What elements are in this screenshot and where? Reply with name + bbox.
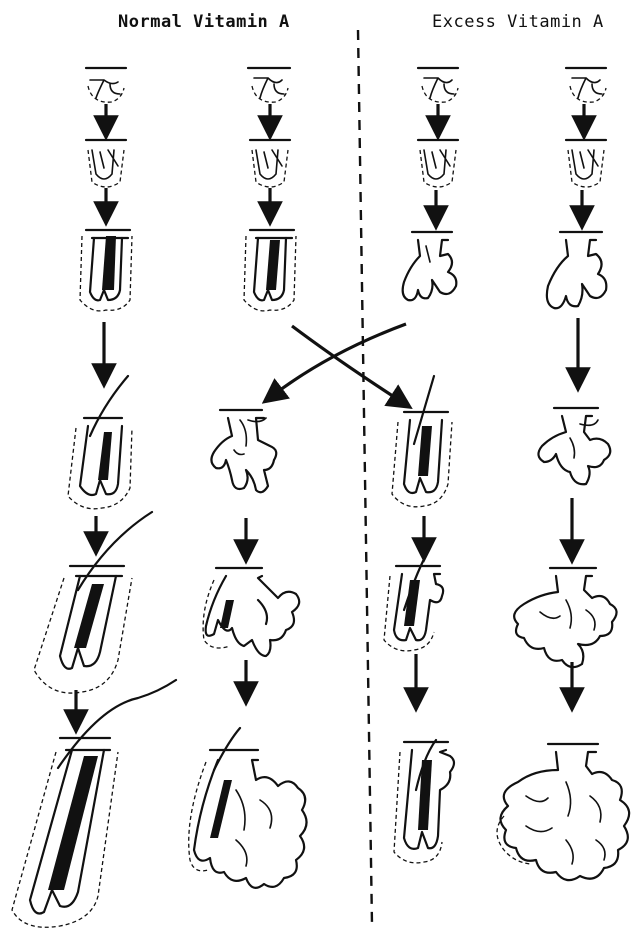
panel-branching-gland: [538, 408, 610, 484]
panel-bud: [566, 68, 606, 102]
column-excess-gland: [497, 68, 629, 880]
column-excess-recovering: [384, 68, 458, 863]
panel-early-hair: [68, 376, 132, 509]
column-normal-hair: [12, 68, 176, 927]
panel-gland-with-hair: [203, 568, 299, 656]
panel-branched-peg: [547, 232, 606, 308]
divider-line: [358, 30, 372, 925]
panel-peg: [566, 140, 606, 187]
panel-mucous-gland: [189, 728, 307, 888]
panel-bud: [248, 68, 290, 102]
panel-peg: [250, 140, 290, 187]
panel-emerging-hair: [34, 512, 152, 693]
panel-recovering-hair: [392, 376, 452, 507]
panel-branching-gland: [211, 410, 276, 492]
panel-peg: [86, 140, 126, 187]
panel-peg: [418, 140, 458, 187]
panel-bud: [86, 68, 126, 102]
panel-lobulated-gland: [514, 568, 616, 667]
column-normal-gland: [189, 68, 307, 888]
panel-large-mucous-gland: [497, 744, 629, 880]
panel-bulbous-peg: [244, 230, 296, 311]
panel-bulbous-peg: [80, 230, 132, 311]
panel-bud: [418, 68, 458, 102]
panel-hair-with-gland: [384, 548, 443, 651]
panel-mature-hair: [12, 680, 176, 927]
cross-arrow-to-excess: [292, 326, 402, 402]
panel-branched-peg: [403, 232, 457, 300]
panel-hair-follicle: [394, 740, 454, 863]
